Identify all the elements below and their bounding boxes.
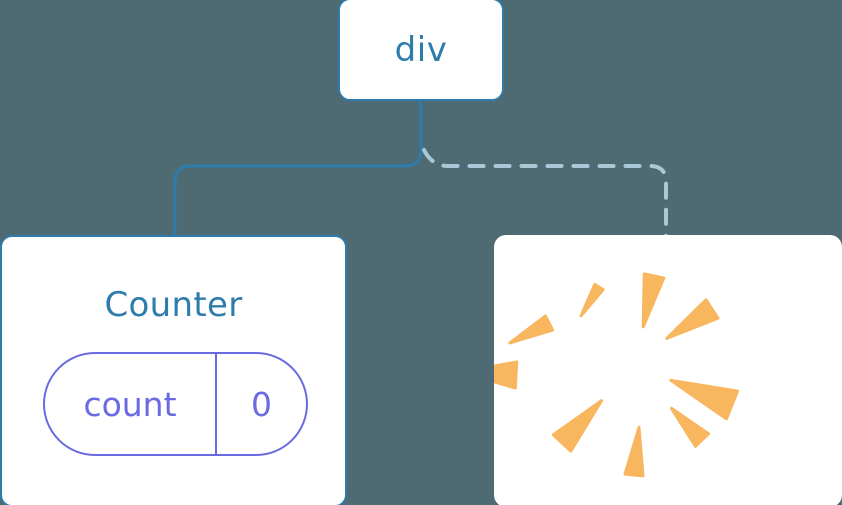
node-div[interactable]: div [338,0,504,101]
state-key: count [45,354,217,454]
sparkle-ray-3 [508,314,555,345]
node-counter-label: Counter [104,285,243,325]
node-sparkle[interactable] [494,235,842,505]
sparkle-ray-7 [551,399,604,453]
sparkle-ray-6 [669,406,710,448]
sparkle-ray-5 [669,378,740,421]
sparkle-ray-4 [494,360,519,390]
state-value-label: 0 [251,384,272,424]
edge-div-to-sparkle [422,148,668,240]
sparkle-ray-0 [641,272,666,329]
sparkle-ray-1 [579,282,605,318]
sparkle-burst-icon [494,272,740,478]
state-key-label: count [83,384,177,424]
edge-div-to-counter [173,98,423,240]
sparkle-ray-8 [623,425,645,478]
node-div-label: div [394,29,448,70]
state-pill-count[interactable]: count 0 [43,352,308,456]
sparkle-ray-2 [665,298,720,340]
state-value: 0 [217,354,306,454]
